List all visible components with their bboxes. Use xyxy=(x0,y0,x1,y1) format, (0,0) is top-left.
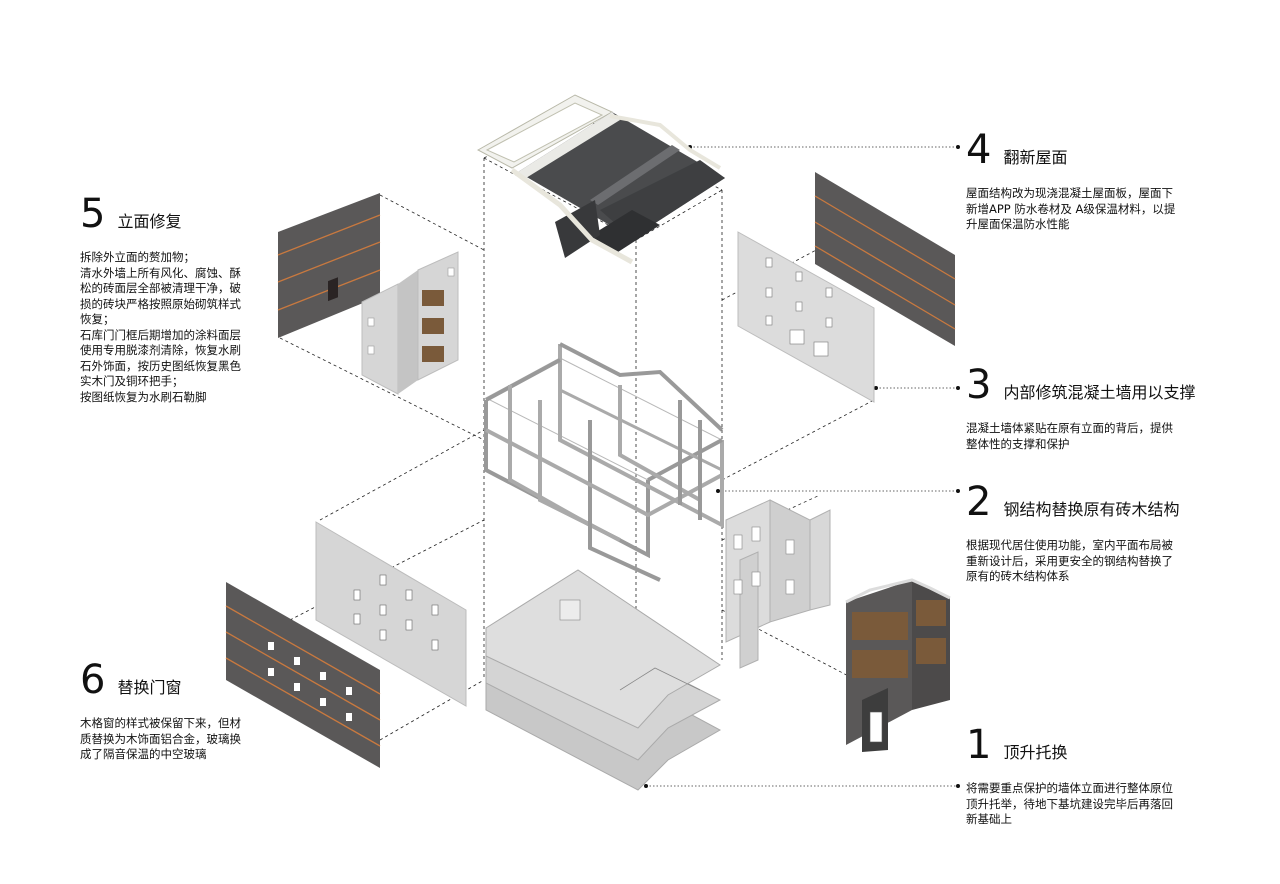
facade-concrete-left xyxy=(361,251,459,395)
callout-leaders xyxy=(646,146,958,787)
step-title: 翻新屋面 xyxy=(1003,148,1068,167)
step-number: 6 xyxy=(80,657,106,703)
step-title: 顶升托换 xyxy=(1003,743,1068,762)
callout-step-3: 3 内部修筑混凝土墙用以支撑 混凝土墙体紧贴在原有立面的背后，提供 整体性的支撑… xyxy=(966,365,1246,452)
step-number: 1 xyxy=(966,722,992,768)
step-description: 屋面结构改为现浇混凝土屋面板，屋面下 新增APP 防水卷材及 A级保温材料，以提… xyxy=(966,186,1176,231)
floor-slabs xyxy=(485,569,722,791)
facade-brick-jacked xyxy=(845,578,951,752)
callout-step-6: 6 替换门窗 木格窗的样式被保留下来，但材 质替换为木饰面铝合金，玻璃换 成了隔… xyxy=(80,660,280,763)
callout-step-1: 1 顶升托换 将需要重点保护的墙体立面进行整体原位 顶升托举，待地下基坑建设完毕… xyxy=(966,725,1226,828)
callout-dots xyxy=(644,145,960,788)
step-description: 根据现代居住使用功能，室内平面布局被 重新设计后，采用更安全的钢结构替换了 原有… xyxy=(966,538,1173,583)
step-title: 钢结构替换原有砖木结构 xyxy=(1003,500,1180,519)
step-description: 拆除外立面的赘加物； 清水外墙上所有风化、腐蚀、酥 松的砖面层全部被清理干净，破… xyxy=(80,250,241,404)
roof-layer xyxy=(476,94,725,265)
callout-step-2: 2 钢结构替换原有砖木结构 根据现代居住使用功能，室内平面布局被 重新设计后，采… xyxy=(966,482,1246,585)
facade-brick-right-upper xyxy=(814,172,956,346)
step-title: 替换门窗 xyxy=(117,678,182,697)
step-number: 2 xyxy=(966,479,992,525)
facade-concrete-l-shape xyxy=(725,499,831,669)
step-number: 3 xyxy=(966,362,992,408)
callout-step-4: 4 翻新屋面 屋面结构改为现浇混凝土屋面板，屋面下 新增APP 防水卷材及 A级… xyxy=(966,130,1216,233)
step-title: 内部修筑混凝土墙用以支撑 xyxy=(1003,383,1196,402)
facade-concrete-left-lower xyxy=(315,521,467,707)
step-description: 混凝土墙体紧贴在原有立面的背后，提供 整体性的支撑和保护 xyxy=(966,421,1173,451)
facade-brick-left-lower xyxy=(225,582,381,768)
callout-step-5: 5 立面修复 拆除外立面的赘加物； 清水外墙上所有风化、腐蚀、酥 松的砖面层全部… xyxy=(80,194,280,405)
facade-concrete-right xyxy=(737,231,875,403)
step-description: 将需要重点保护的墙体立面进行整体原位 顶升托举，待地下基坑建设完毕后再落回 新基… xyxy=(966,781,1173,826)
facade-brick-left-upper xyxy=(277,193,381,338)
step-number: 4 xyxy=(966,127,992,173)
step-description: 木格窗的样式被保留下来，但材 质替换为木饰面铝合金，玻璃换 成了隔音保温的中空玻… xyxy=(80,716,241,761)
steel-frame xyxy=(484,342,724,582)
step-title: 立面修复 xyxy=(117,212,182,231)
step-number: 5 xyxy=(80,191,106,237)
